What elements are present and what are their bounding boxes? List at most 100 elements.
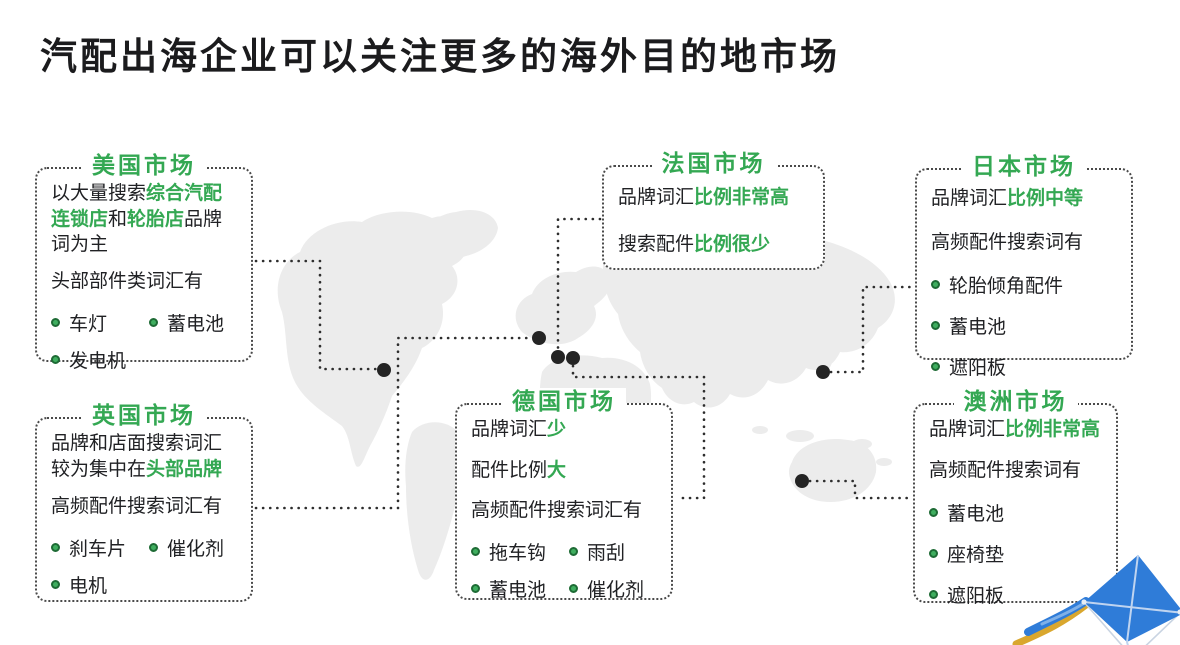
continent-greenland <box>425 209 498 260</box>
bullet-label: 雨刮 <box>587 542 626 564</box>
market-card-germany: 德国市场 品牌词汇少 配件比例大 高频配件搜索词汇有 拖车钩 雨刮 蓄电池 催化… <box>455 388 673 602</box>
bullet-item: 蓄电池 <box>929 499 1102 526</box>
text-run: 品牌词汇 <box>929 419 1006 440</box>
bullet-dot-icon <box>931 280 940 290</box>
market-card-uk: 英国市场 品牌和店面搜索词汇较为集中在头部品牌 高频配件搜索词汇有 刹车片 催化… <box>35 402 253 603</box>
text-run-highlight: 综合汽配连锁店 <box>51 183 223 230</box>
bullet-dot-icon <box>471 546 480 556</box>
island <box>786 430 814 442</box>
australia-brand-text: 品牌词汇比例非常高 <box>929 417 1102 443</box>
bullet-label: 电机 <box>69 575 108 597</box>
bullet-label: 蓄电池 <box>489 579 547 601</box>
card-title-us: 美国市场 <box>82 152 206 180</box>
island <box>852 439 872 449</box>
text-run: 配件比例 <box>471 459 548 481</box>
bullet-label: 蓄电池 <box>949 317 1007 339</box>
us-bullet-list: 车灯 蓄电池 发电机 <box>51 304 237 378</box>
text-run: 品牌词汇 <box>618 187 695 208</box>
germany-brand-text: 品牌词汇少 <box>471 417 657 443</box>
bullet-dot-icon <box>51 579 60 589</box>
island <box>752 426 768 434</box>
island-japan <box>822 352 834 372</box>
text-run-highlight: 比例中等 <box>1007 188 1084 209</box>
uk-brand-text: 品牌和店面搜索词汇较为集中在头部品牌 <box>51 431 237 482</box>
map-dot-australia <box>795 474 809 488</box>
card-title-france: 法国市场 <box>651 150 776 178</box>
bullet-item: 座椅垫 <box>929 540 1102 567</box>
text-run-highlight: 少 <box>547 419 567 440</box>
island-japan <box>833 336 843 352</box>
market-card-france: 法国市场 品牌词汇比例非常高 搜索配件比例很少 <box>602 150 825 270</box>
island <box>876 458 892 466</box>
island <box>812 446 844 458</box>
bullet-item: 轮胎倾角配件 <box>931 271 1117 298</box>
bullet-dot-icon <box>929 590 938 600</box>
bullet-dot-icon <box>931 362 940 372</box>
bullet-label: 座椅垫 <box>947 545 1005 567</box>
connector-australia <box>808 479 912 500</box>
market-card-japan: 日本市场 品牌词汇比例中等 高频配件搜索词有 轮胎倾角配件 蓄电池 遮阳板 <box>915 153 1133 379</box>
market-card-us: 美国市场 以大量搜索综合汽配连锁店和轮胎店品牌词为主 头部部件类词汇有 车灯 蓄… <box>35 152 253 372</box>
bullet-item: 催化剂 <box>149 534 237 561</box>
france-parts-text: 搜索配件比例很少 <box>618 232 809 258</box>
japan-brand-text: 品牌词汇比例中等 <box>931 186 1117 212</box>
bullet-label: 遮阳板 <box>949 358 1007 380</box>
connector-us <box>254 259 378 371</box>
bullet-item: 蓄电池 <box>149 309 237 336</box>
bullet-item: 遮阳板 <box>929 581 1102 608</box>
text-run: 品牌词汇 <box>471 419 548 440</box>
map-dot-uk <box>532 331 546 345</box>
japan-parts-heading: 高频配件搜索词有 <box>931 231 1084 253</box>
us-brand-text: 以大量搜索综合汽配连锁店和轮胎店品牌词为主 <box>51 181 237 258</box>
card-title-germany: 德国市场 <box>502 388 626 416</box>
market-card-australia: 澳洲市场 品牌词汇比例非常高 高频配件搜索词有 蓄电池 座椅垫 遮阳板 <box>913 388 1118 607</box>
us-parts-heading: 头部部件类词汇有 <box>51 270 204 292</box>
connector-japan <box>829 285 914 374</box>
bullet-label: 发电机 <box>69 350 127 372</box>
text-run: 品牌词汇 <box>931 188 1008 209</box>
bullet-item: 催化剂 <box>569 575 657 602</box>
france-brand-text: 品牌词汇比例非常高 <box>618 185 809 211</box>
bullet-dot-icon <box>149 317 158 327</box>
text-run: 以大量搜索 <box>51 183 147 204</box>
connector-france <box>556 217 602 351</box>
text-run-highlight: 比例非常高 <box>694 187 790 208</box>
bullet-item: 遮阳板 <box>931 353 1117 380</box>
bullet-dot-icon <box>931 321 940 331</box>
continent-europe <box>515 266 611 345</box>
australia-parts-heading: 高频配件搜索词有 <box>929 459 1082 481</box>
bullet-dot-icon <box>569 546 578 556</box>
map-dot-japan <box>816 365 830 379</box>
bullet-label: 催化剂 <box>587 579 645 601</box>
bullet-item: 拖车钩 <box>471 538 569 565</box>
card-title-australia: 澳洲市场 <box>953 388 1078 416</box>
text-run-highlight: 头部品牌 <box>146 458 223 480</box>
bullet-dot-icon <box>51 317 60 327</box>
bullet-label: 催化剂 <box>167 538 225 560</box>
bullet-item: 蓄电池 <box>931 312 1117 339</box>
bullet-dot-icon <box>929 508 938 518</box>
bullet-item: 蓄电池 <box>471 575 569 602</box>
japan-bullet-list: 轮胎倾角配件 蓄电池 遮阳板 <box>931 264 1117 387</box>
text-run: 品牌和店面搜索词汇较为集中在 <box>51 433 223 480</box>
text-run: 和 <box>108 208 128 230</box>
bullet-item: 雨刮 <box>569 538 657 565</box>
text-run: 品牌词为主 <box>51 208 223 256</box>
card-title-uk: 英国市场 <box>82 402 206 430</box>
continent-north-america <box>277 211 466 467</box>
bullet-label: 车灯 <box>69 313 108 335</box>
continent-australia <box>788 438 877 502</box>
uk-parts-heading: 高频配件搜索词汇有 <box>51 496 223 518</box>
bullet-item: 刹车片 <box>51 534 149 561</box>
bullet-item: 电机 <box>51 571 149 598</box>
bullet-label: 拖车钩 <box>489 542 547 564</box>
bullet-dot-icon <box>149 542 158 552</box>
card-title-japan: 日本市场 <box>962 153 1086 181</box>
bullet-label: 蓄电池 <box>947 504 1005 526</box>
uk-bullet-list: 刹车片 催化剂 电机 <box>51 529 237 603</box>
germany-parts-heading: 高频配件搜索词汇有 <box>471 500 643 522</box>
text-run-highlight: 比例很少 <box>694 233 771 255</box>
germany-parts-ratio-text: 配件比例大 <box>471 458 657 484</box>
bullet-dot-icon <box>51 542 60 552</box>
